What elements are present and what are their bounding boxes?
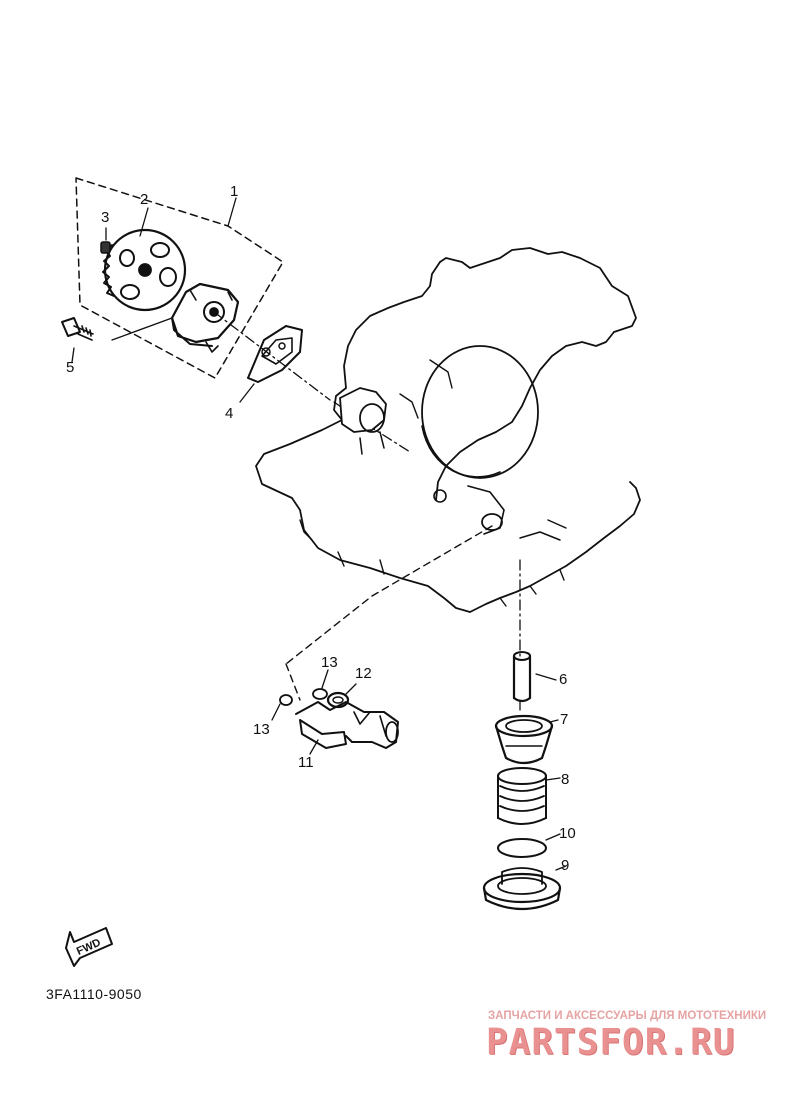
callout-7: 7: [560, 711, 569, 728]
watermark-brand: PARTSFOR.RU: [486, 1022, 736, 1063]
dashed-leader-upper: [285, 525, 493, 665]
oil-pump-gear: [102, 207, 187, 312]
oil-pump-assembly-box: [75, 177, 284, 379]
watermark-tagline: ЗАПЧАСТИ И АКСЕССУАРЫ ДЛЯ МОТОТЕХНИКИ: [488, 1010, 767, 1022]
spring-part-8: [497, 767, 561, 825]
o-ring-part-13-upper: [312, 669, 329, 700]
callout-3: 3: [101, 209, 110, 226]
crankcase: [255, 247, 641, 613]
oil-pump-body: [111, 282, 240, 353]
callout-13-upper: 13: [321, 654, 338, 671]
callout-11: 11: [298, 754, 314, 771]
drain-plug-part-9: [482, 865, 567, 910]
o-ring-part-12: [326, 683, 357, 709]
gasket-part-4: [239, 325, 303, 403]
dashed-leader-lower: [285, 663, 301, 701]
callout-12: 12: [355, 665, 372, 682]
diagram-code: 3FA1110-9050: [46, 986, 142, 1002]
oil-delivery-pipe-part-11: [295, 701, 399, 755]
callout-10: 10: [559, 825, 576, 842]
alignment-axis: [213, 311, 411, 453]
callout-6: 6: [559, 671, 568, 688]
callout-1: 1: [230, 183, 239, 200]
o-ring-part-10: [497, 833, 561, 858]
callout-5: 5: [66, 359, 75, 376]
callout-8: 8: [561, 771, 570, 788]
fwd-arrow-icon: [65, 927, 113, 967]
callout-2: 2: [140, 191, 149, 208]
callout-13-lower: 13: [253, 721, 270, 738]
strainer-cap-part-7: [494, 714, 559, 765]
pin-part-3: [100, 227, 111, 254]
pipe-part-6: [512, 651, 557, 703]
leader-1: [227, 197, 237, 227]
bolt-part-5: [61, 317, 94, 363]
callout-9: 9: [561, 857, 570, 874]
callout-4: 4: [225, 405, 234, 422]
o-ring-part-13-lower: [271, 694, 293, 721]
